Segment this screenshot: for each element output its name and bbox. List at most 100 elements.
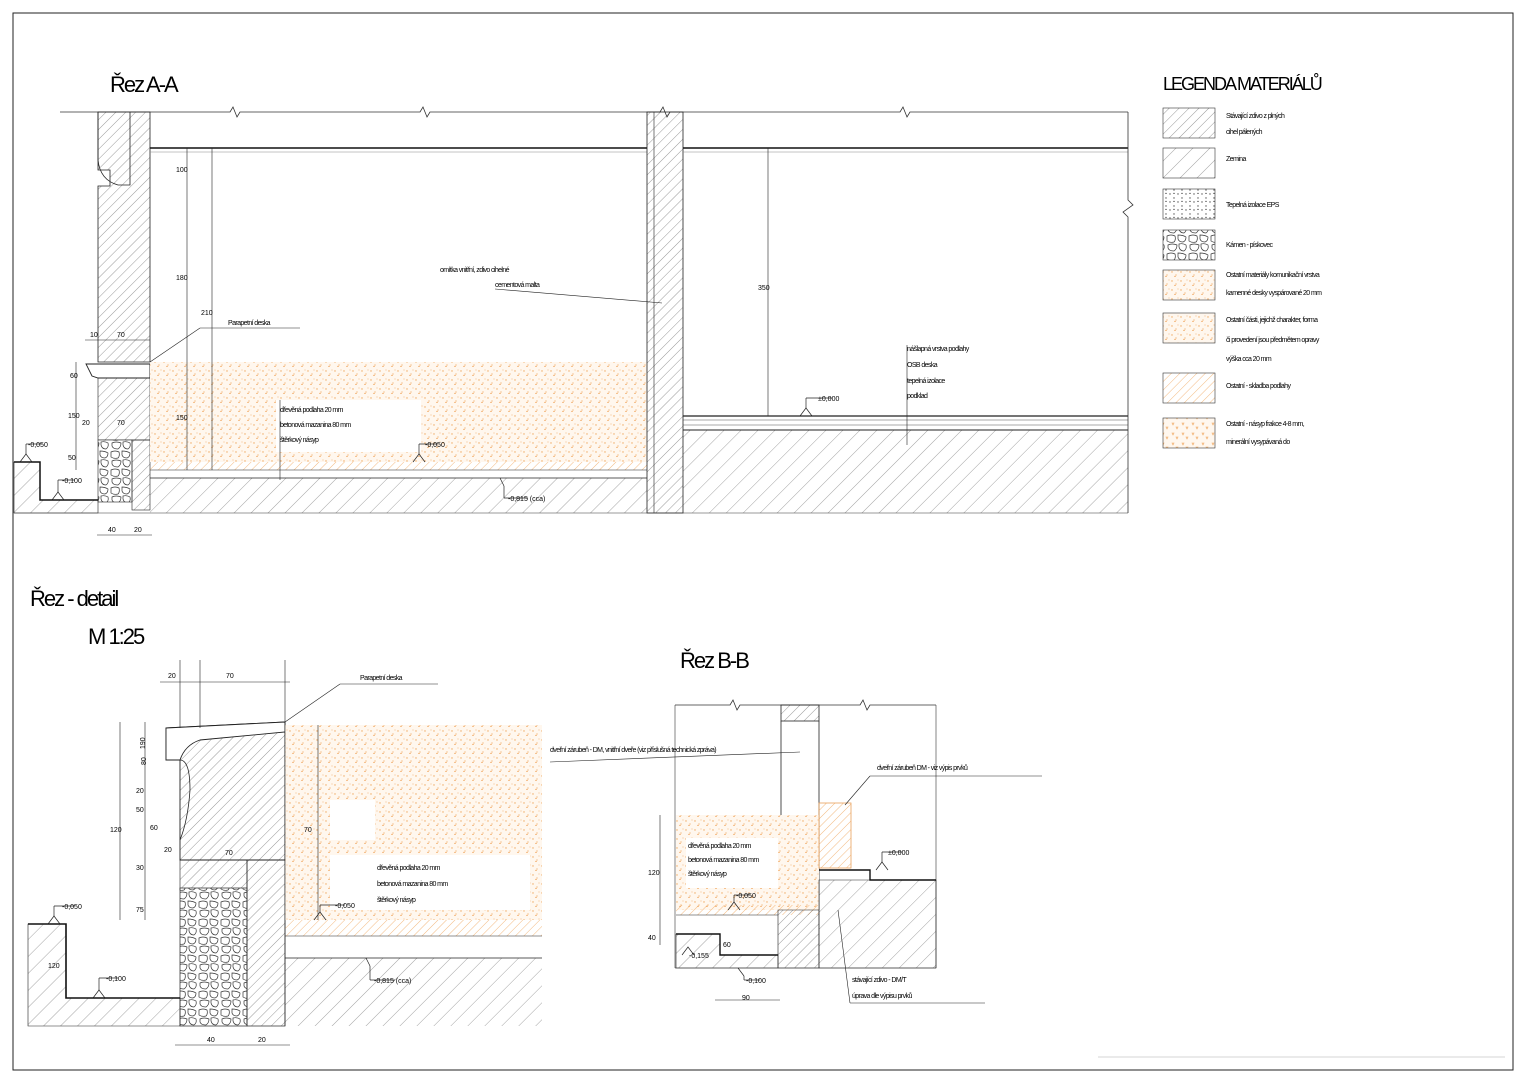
legend-item-2-line-0: Tepelná izolace EPS (1226, 202, 1280, 209)
section-detail-title: Řez - detail (30, 586, 118, 611)
legend-title: LEGENDA MATERIÁLŮ (1163, 73, 1322, 94)
legend-item-4-line-1: kamenné desky vyspárované 20 mm (1226, 290, 1322, 297)
level-aa-minus-100: -0,100 (62, 478, 82, 485)
dim-aa-6: 350 (758, 285, 770, 292)
legend-swatch-gravel (1162, 417, 1216, 449)
level-bb-zero: ±0,000 (888, 850, 909, 857)
dim-aa-12: 150 (176, 415, 188, 422)
label-wall-aa-2: cementová malta (495, 282, 540, 289)
section-detail: Řez - detail M 1:25 20 (27, 586, 542, 1046)
dim-aa-0: 10 (90, 332, 98, 339)
dim-bb-2: 60 (723, 942, 731, 949)
sheet-frame (12, 12, 1514, 1071)
legend-item-1-line-0: Zemina (1226, 156, 1246, 163)
level-detail-c: -0,100 (106, 976, 126, 983)
dim-bb-0: 120 (648, 870, 660, 877)
dim-d-14: 20 (258, 1037, 266, 1044)
dim-d-8: 20 (164, 847, 172, 854)
dim-aa-1: 70 (117, 332, 125, 339)
legend-item-4-line-0: Ostatní materiály komunikační vrstva (1226, 272, 1320, 279)
legend-swatch-brick (1162, 107, 1216, 139)
dim-d-12: 70 (304, 827, 312, 834)
wall-middle (646, 111, 684, 514)
level-aa-minus-050b: -0,050 (28, 442, 48, 449)
label-floor-right-2: tepelná izolace (907, 378, 945, 385)
legend-swatch-paving (1162, 269, 1216, 301)
label-floor-right-3: podklad (907, 393, 928, 400)
dim-aa-9: 20 (82, 420, 90, 427)
legend-item-7-line-1: minerální vysypávaná do (1226, 439, 1290, 446)
soil-right (683, 430, 1128, 513)
stone-foundation-aa (97, 439, 133, 503)
label-bb-right: dveřní zárubeň DM - viz výpis prvků (877, 764, 968, 772)
dim-d-9: 30 (136, 865, 144, 872)
break-line-top (60, 106, 1128, 118)
legend-swatch-floor (1162, 372, 1216, 404)
dim-aa-4: 100 (176, 167, 188, 174)
legend-item-5-line-2: výška cca 20 mm (1226, 356, 1272, 363)
dim-aa-11: 50 (68, 455, 76, 462)
section-bb-title: Řez B-B (680, 648, 749, 673)
legend-item-5-line-0: Ostatní části, jejichž charakter, forma (1226, 317, 1318, 324)
dim-d-1: 70 (226, 673, 234, 680)
dim-d-3: 190 (140, 737, 147, 749)
dim-d-0: 20 (168, 673, 176, 680)
legend-item-7-line-0: Ostatní - násyp frakce 4-8 mm, (1226, 421, 1305, 428)
label-bb-bottom-1: úprava dle výpisu prvků (852, 992, 912, 1000)
legend-item-6-line-0: Ostatní - skladba podlahy (1226, 383, 1291, 390)
section-detail-scale: M 1:25 (88, 624, 145, 649)
label-bb-top: dveřní zárubeň - DM, vnitřní dveře (viz … (550, 747, 716, 754)
label-bb-layer-1: betonová mazanina 80 mm (688, 857, 759, 864)
section-bb: Řez B-B 120 40 60 90 dveřní zárubeň (549, 648, 1042, 1004)
label-bb-bottom-0: stávající zdivo - DM/T (852, 977, 907, 984)
label-detail-layer-1: betonová mazanina 80 mm (377, 881, 448, 888)
label-detail-layer-2: štěrkový násyp (377, 897, 416, 904)
legend-item-0-line-1: cihel pálených (1226, 129, 1263, 136)
legend: LEGENDA MATERIÁLŮ Stávající zdivo z plný… (1162, 73, 1324, 449)
dim-aa-13: 210 (201, 310, 213, 317)
dim-d-5: 20 (136, 788, 144, 795)
dim-aa-10: 70 (117, 420, 125, 427)
label-floor-right-1: OSB deska (907, 362, 938, 369)
level-detail-d: -0,815 (cca) (374, 978, 411, 985)
door-frame-bb (818, 802, 852, 869)
dim-aa-7: 60 (70, 373, 78, 380)
dimension-lines-aa (75, 148, 908, 536)
label-detail-layer-0: dřevěná podlaha 20 mm (377, 865, 441, 872)
section-aa-title: Řez A-A (110, 72, 179, 97)
level-bb-minus-100: -0,100 (746, 978, 766, 985)
dim-d-10: 70 (225, 850, 233, 857)
dim-aa-3: 20 (134, 527, 142, 534)
level-bb-minus-050: -0,050 (736, 893, 756, 900)
level-detail-a: -0,050 (335, 903, 355, 910)
legend-swatch-stone (1162, 229, 1216, 261)
legend-item-3-line-0: Kámen - pískovec (1226, 242, 1274, 249)
legend-swatch-insulation (1162, 188, 1216, 220)
dim-d-13: 40 (207, 1037, 215, 1044)
dim-bb-1: 40 (648, 935, 656, 942)
parapet-sill-aa (85, 363, 151, 379)
label-parapet-detail: Parapetní deska (360, 675, 403, 682)
label-parapet-aa: Parapetní deska (228, 320, 271, 327)
dim-aa-8: 150 (68, 413, 80, 420)
legend-swatch-repair (1162, 312, 1216, 344)
level-aa-minus-050: -0,050 (425, 442, 445, 449)
legend-item-5-line-1: či provedení jsou předmětem opravy (1226, 337, 1320, 344)
dim-d-15: 120 (48, 963, 60, 970)
label-wall-aa: omítka vnitřní, zdivo cihelné (440, 267, 510, 274)
level-aa-foundation: -0,815 (cca) (508, 496, 545, 503)
dim-d-2: 80 (141, 757, 148, 765)
level-detail-b: -0,050 (62, 904, 82, 911)
level-aa-zero: ±0,000 (818, 396, 839, 403)
label-bb-layer-0: dřevěná podlaha 20 mm (688, 843, 752, 850)
legend-swatch-soil (1162, 147, 1216, 179)
label-floor-aa-1: betonová mazanina 80 mm (280, 422, 351, 429)
dim-aa-2: 40 (108, 527, 116, 534)
wall-left (97, 111, 151, 363)
label-floor-aa-0: dřevěná podlaha 20 mm (280, 407, 344, 414)
stone-foundation-detail (179, 887, 248, 1027)
label-floor-aa-2: štěrkový násyp (280, 437, 319, 444)
legend-item-0-line-0: Stávající zdivo z plných (1226, 113, 1285, 120)
dim-d-6: 50 (136, 807, 144, 814)
